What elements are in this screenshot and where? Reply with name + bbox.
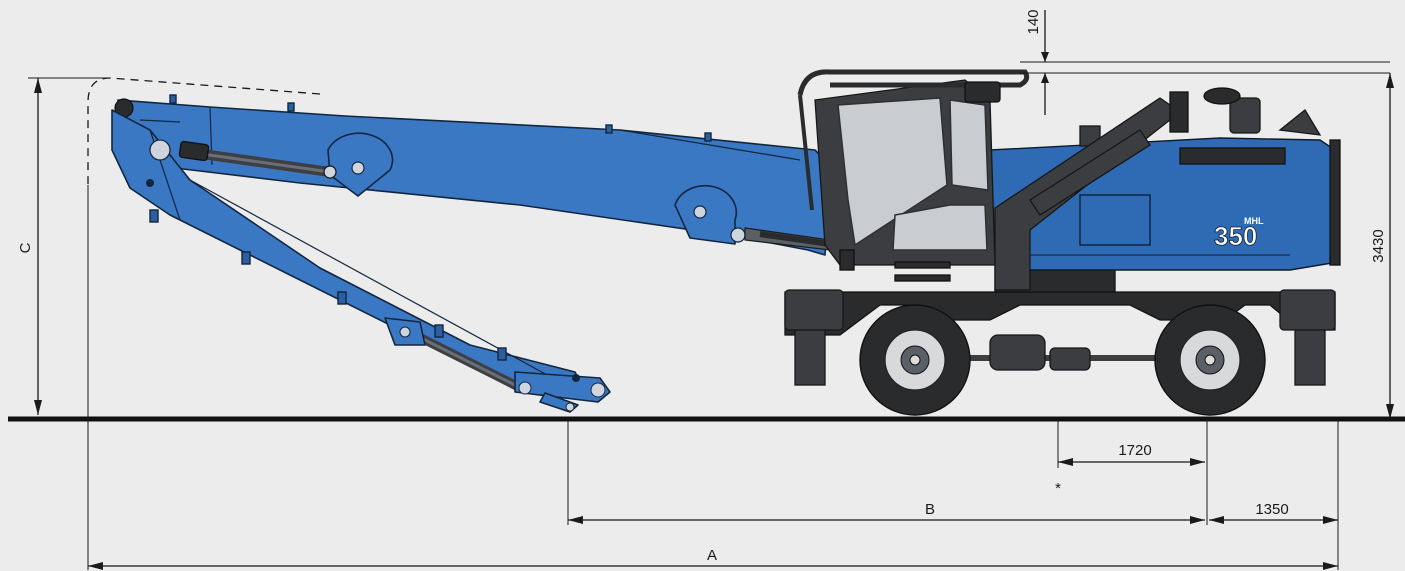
dim-label-1720: 1720 [1118,442,1151,459]
model-badge-prefix: MHL [1244,216,1264,226]
dim-label-1350: 1350 [1255,501,1288,518]
rear-wheel [1154,304,1266,416]
stick-cylinder [178,140,337,179]
footnote-asterisk: * [1055,480,1061,497]
main-boom [114,94,831,256]
dim-label-3430: 3430 [1370,229,1387,262]
dim-label-b: B [925,501,935,518]
tool-cylinder [384,317,520,390]
dim-1720: 1720 * [1055,442,1205,497]
dim-label-c: C [17,242,34,253]
boom-mount [994,91,1189,291]
dim-label-140: 140 [1025,9,1042,34]
dim-label-a: A [707,547,717,564]
dim-overall-height: 3430 [1370,73,1394,419]
model-badge: 350 [1214,221,1257,251]
undercarriage [784,289,1336,386]
dim-a: A [88,547,1338,570]
cab [797,69,1030,282]
dim-b: B [568,501,1205,524]
dim-top-clearance: 140 [1020,9,1390,115]
dim-1350: 1350 [1209,501,1338,524]
dim-reach-height: C [17,77,110,415]
tool-linkage [514,371,611,413]
front-wheel [859,304,971,416]
